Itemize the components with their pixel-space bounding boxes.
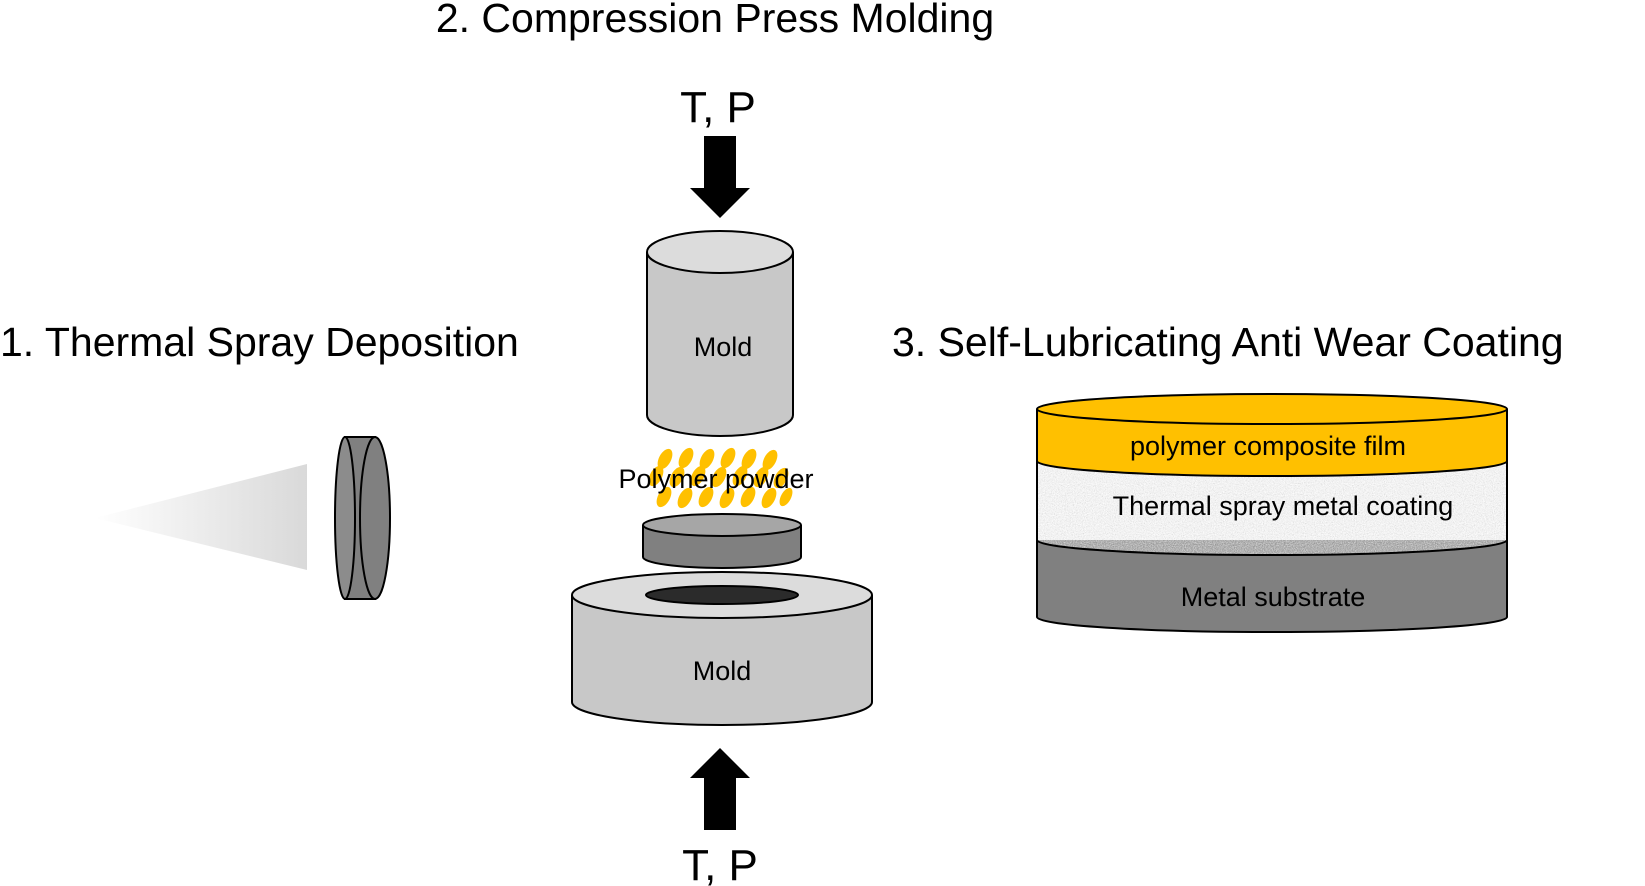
top-mold [646,230,794,437]
spray-cone [95,464,307,570]
polymer-powder-label: Polymer powder [618,464,813,494]
polymer-film-label: polymer composite film [1130,431,1406,461]
bottom-force-label: T, P [682,841,758,886]
metal-substrate-label: Metal substrate [1181,582,1366,612]
spray-coating-label: Thermal spray metal coating [1113,491,1454,521]
sample-disk [642,513,802,569]
polymer-powder-particles [648,447,793,509]
bottom-mold-label: Mold [693,656,752,686]
compression-press-illustration: T, P Mold [571,83,873,886]
polymer-film-layer [1036,409,1508,477]
step2-title: 2. Compression Press Molding [436,0,994,41]
top-force-label: T, P [680,83,756,132]
sprayed-sample-disk [334,436,391,600]
coating-stack-illustration: polymer composite film Thermal spray met… [1036,393,1508,633]
step1-title: 1. Thermal Spray Deposition [0,319,519,365]
thermal-spray-illustration [95,436,391,600]
polymer-film-top [1036,393,1508,425]
top-force-arrow [690,136,750,218]
step3-title: 3. Self-Lubricating Anti Wear Coating [892,319,1564,365]
bottom-force-arrow [690,748,750,830]
top-mold-label: Mold [694,332,753,362]
metal-substrate-layer [1036,540,1508,633]
bottom-mold [571,571,873,726]
